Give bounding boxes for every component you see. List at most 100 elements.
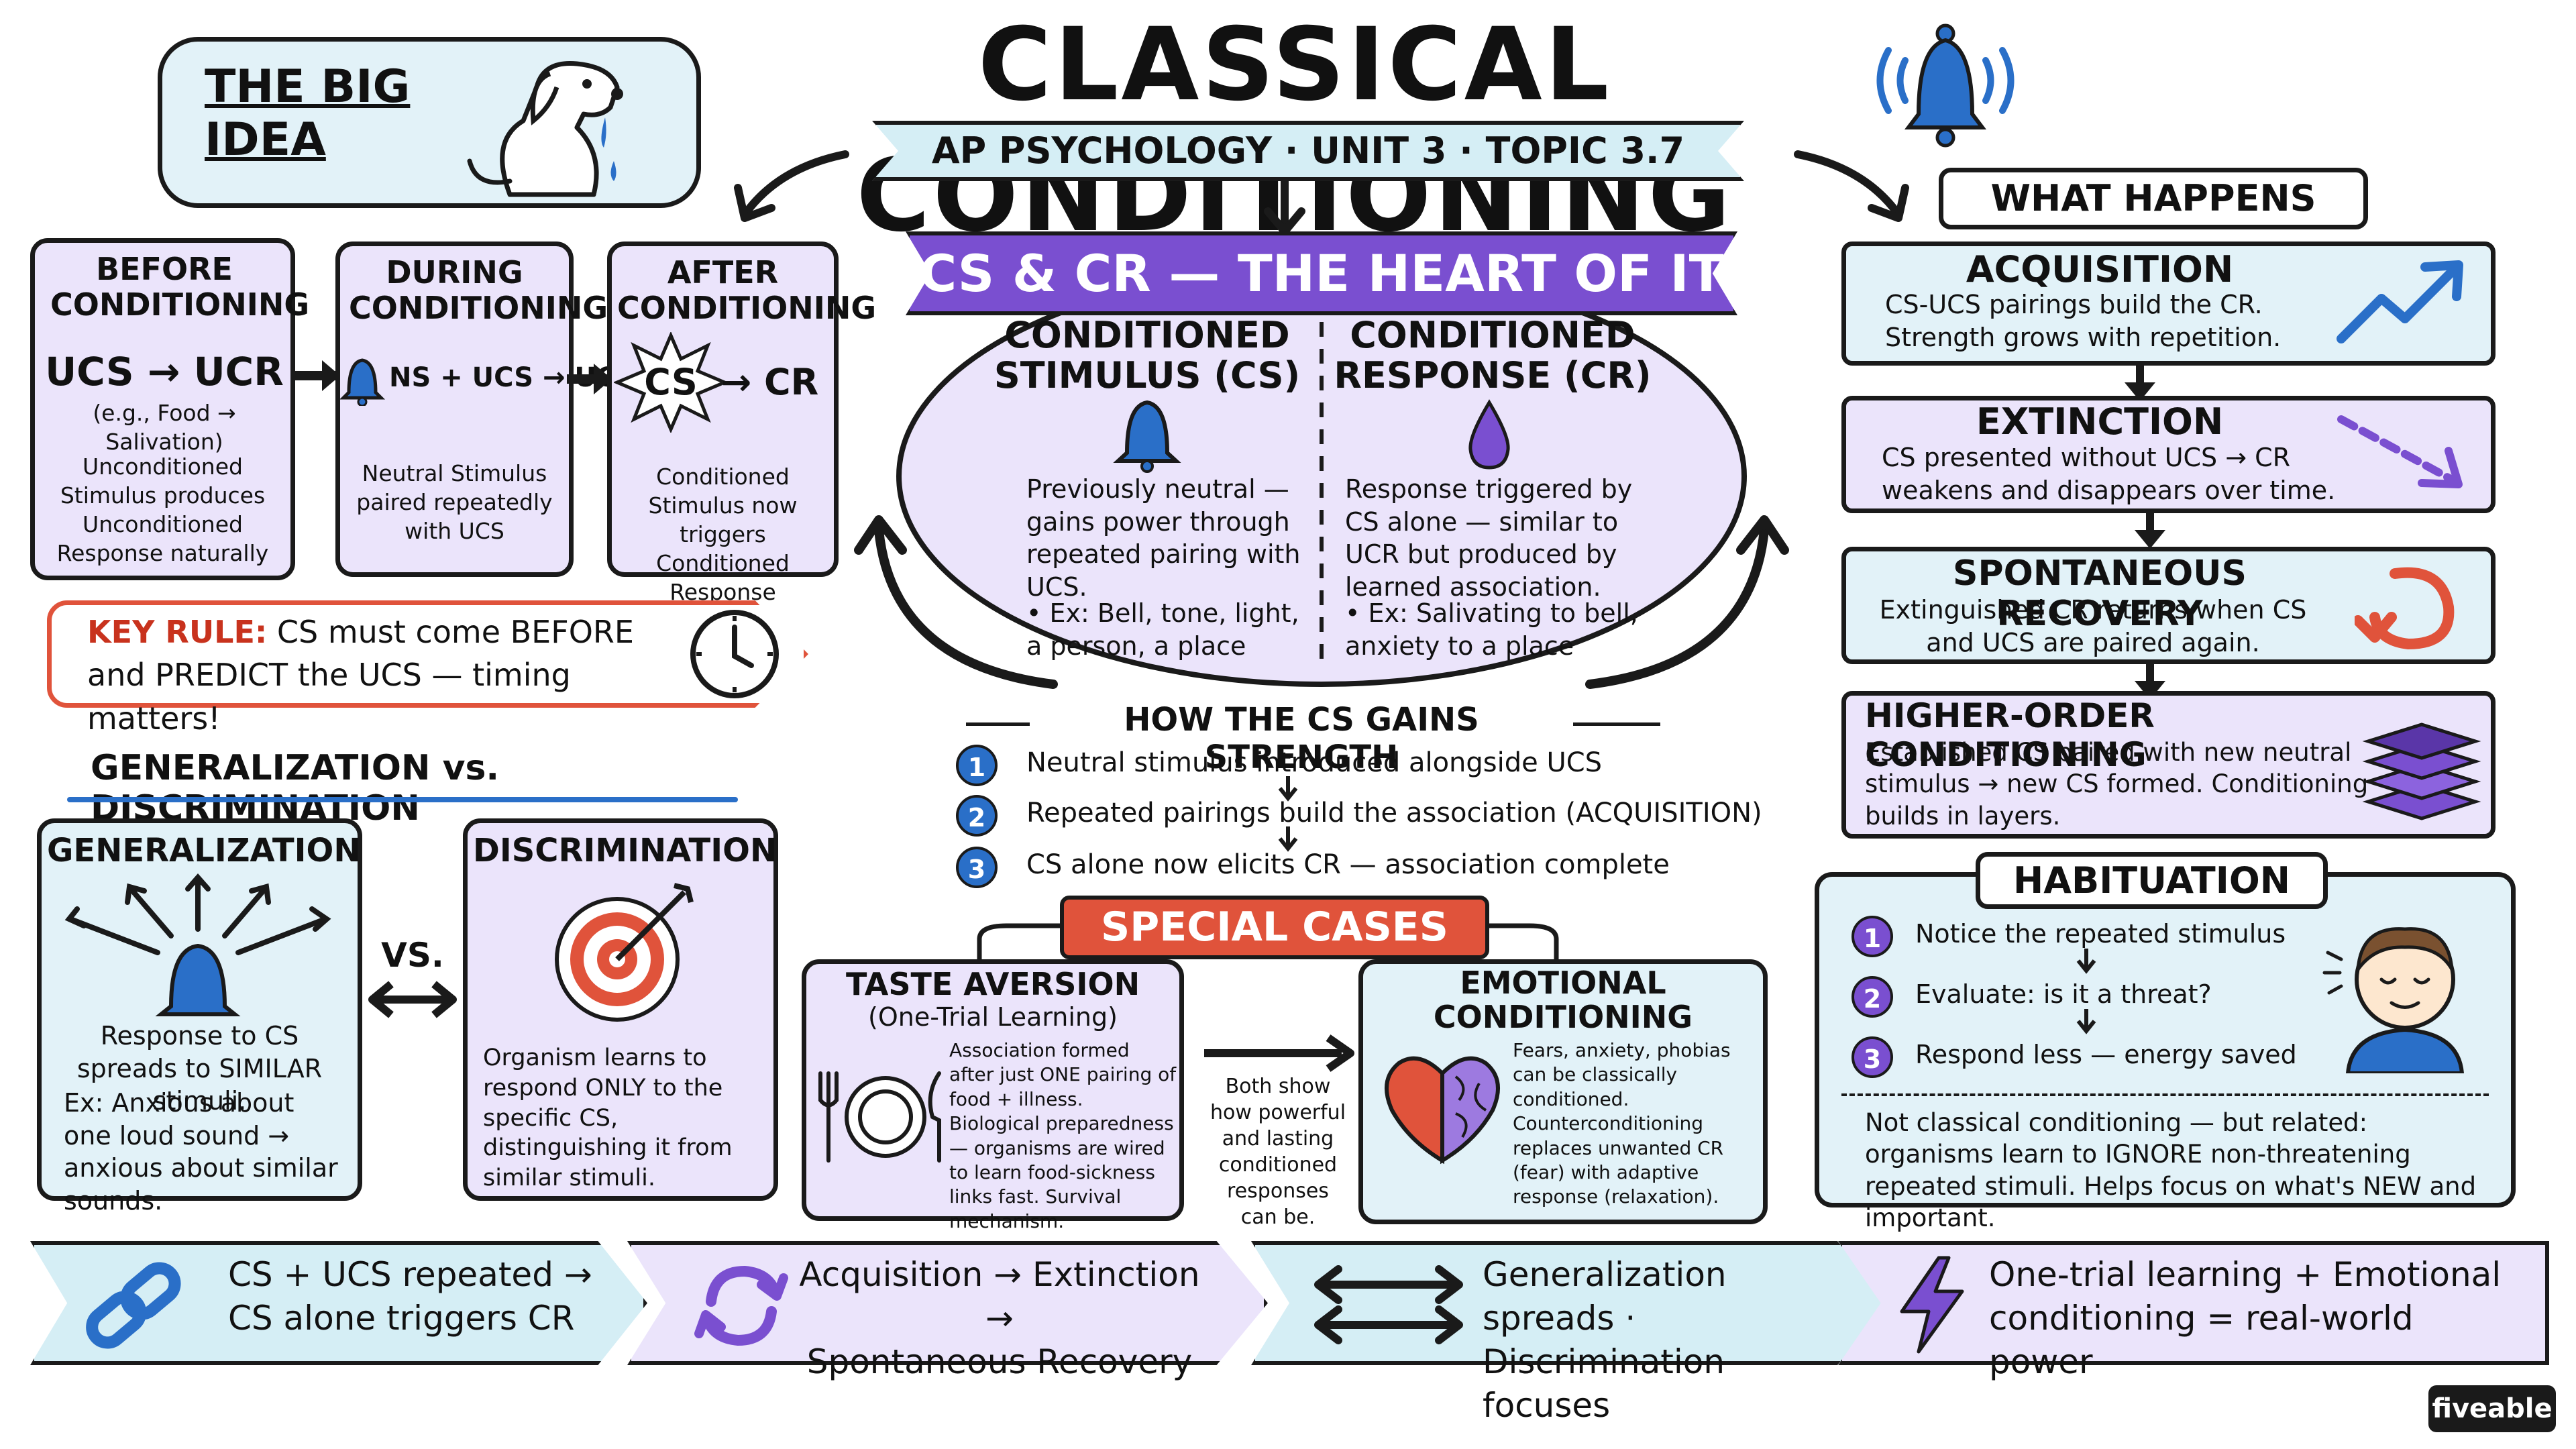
next-item-title: EXTINCTION bbox=[1976, 400, 2224, 443]
gen-disc-heading: GENERALIZATION vs. DISCRIMINATION bbox=[91, 748, 500, 828]
step-text: Neutral stimulus introduced alongside UC… bbox=[1026, 747, 1603, 778]
summary-text: Acquisition → Extinction → Spontaneous R… bbox=[798, 1253, 1201, 1384]
plate-icon bbox=[818, 1071, 941, 1163]
double-arrow-icon bbox=[368, 981, 457, 1018]
summary-line-a: One-trial learning + Emotional bbox=[1989, 1255, 2502, 1294]
stage-desc: Neutral Stimulus paired repeatedly with … bbox=[356, 460, 553, 544]
habituation-divider bbox=[1841, 1093, 2489, 1096]
chain-link-icon bbox=[86, 1262, 181, 1349]
arrow-down-icon bbox=[2135, 510, 2165, 549]
stage-desc: Unconditioned Stimulus produces Uncondit… bbox=[56, 453, 269, 566]
strength-heading: HOW THE CS GAINS STRENGTH bbox=[1124, 701, 1479, 776]
stage-formula: NS + UCS → UCR bbox=[389, 362, 637, 393]
cr-desc: Response triggered by CS alone — similar… bbox=[1345, 474, 1633, 602]
arrow-icon bbox=[1794, 150, 1909, 222]
radiating-bell-icon bbox=[64, 873, 331, 1016]
vs-label: VS. bbox=[381, 936, 444, 975]
next-recovery-box bbox=[1841, 547, 2496, 664]
cs-desc: Previously neutral — gains power through… bbox=[1026, 474, 1301, 602]
arrow-right-icon bbox=[567, 364, 612, 394]
generalization-title: GENERALIZATION bbox=[47, 832, 361, 869]
starburst-icon bbox=[614, 332, 728, 433]
arrow-icon bbox=[1264, 178, 1305, 235]
habituation-title: HABITUATION bbox=[2013, 859, 2290, 902]
clock-icon bbox=[690, 610, 779, 698]
cycle-icon bbox=[694, 1265, 788, 1346]
emotional-title: EMOTIONAL CONDITIONING bbox=[1368, 966, 1758, 1034]
stage-title: DURING CONDITIONING bbox=[349, 254, 608, 326]
trend-down-icon bbox=[2337, 415, 2463, 488]
habituation-step-text: Evaluate: is it a threat? bbox=[1915, 979, 2212, 1009]
arrow-right-icon bbox=[295, 360, 340, 391]
special-banner-text: SPECIAL CASES bbox=[1101, 904, 1448, 951]
brand-logo: fiveable bbox=[2428, 1385, 2556, 1432]
big-idea-box bbox=[158, 37, 701, 208]
next-higher-order-box bbox=[1841, 691, 2496, 839]
emotional-title-line-b: CONDITIONING bbox=[1433, 998, 1693, 1035]
stage-formula: UCS → UCR bbox=[45, 349, 284, 394]
subtitle: AP PSYCHOLOGY · UNIT 3 · TOPIC 3.7 bbox=[931, 129, 1685, 172]
summary-line-a: Generalization spreads · bbox=[1483, 1255, 1727, 1338]
bell-icon bbox=[1113, 400, 1181, 473]
summary-banner bbox=[1251, 1241, 1888, 1365]
special-middle-text: Both show how powerful and lasting condi… bbox=[1210, 1075, 1346, 1229]
habituation-title-box bbox=[1976, 852, 2328, 909]
double-arrow-icon bbox=[1314, 1265, 1463, 1344]
step-number: 2 bbox=[956, 795, 998, 837]
generalization-text-a: Response to CS spreads to SIMILAR stimul… bbox=[76, 1021, 323, 1116]
heart-banner-text: CS & CR — THE HEART OF IT bbox=[919, 244, 1724, 303]
next-item-text: Extinguished CR returns when CS and UCS … bbox=[1879, 595, 2307, 657]
key-rule-label: KEY RULE: bbox=[87, 614, 268, 650]
summary-text: CS + UCS repeated → CS alone triggers CR bbox=[228, 1253, 631, 1340]
cs-title-line-b: STIMULUS (CS) bbox=[994, 354, 1301, 397]
next-item-text: Established CS paired with new neutral s… bbox=[1865, 738, 2369, 830]
habituation-step-text: Respond less — energy saved bbox=[1915, 1040, 2297, 1069]
cr-title: CONDITIONED RESPONSE (CR) bbox=[1318, 315, 1667, 396]
next-heading: WHAT HAPPENS NEXT? bbox=[1990, 177, 2316, 281]
heart-banner bbox=[906, 231, 1737, 315]
taste-sub: (One-Trial Learning) bbox=[868, 1002, 1118, 1032]
arrow-down-icon bbox=[1278, 776, 1298, 802]
arrow-down-icon bbox=[2125, 362, 2155, 401]
cr-title-line-a: CONDITIONED bbox=[1350, 314, 1635, 356]
cycle-arrow-right-icon bbox=[1585, 515, 1789, 689]
trend-up-icon bbox=[2337, 260, 2463, 343]
step-number: 3 bbox=[956, 847, 998, 888]
habituation-step-number: 3 bbox=[1851, 1036, 1893, 1078]
cycle-arrow-left-icon bbox=[854, 515, 1058, 689]
step-text: CS alone now elicits CR — association co… bbox=[1026, 849, 1670, 880]
target-icon bbox=[555, 883, 694, 1022]
taste-title: TASTE AVERSION bbox=[845, 966, 1140, 1002]
page-title: CLASSICAL CONDITIONING bbox=[856, 7, 1733, 254]
calm-face-icon bbox=[2322, 927, 2465, 1073]
step-number: 1 bbox=[956, 745, 998, 786]
dog-icon bbox=[467, 60, 623, 197]
taste-text: Association formed after just ONE pairin… bbox=[949, 1039, 1177, 1232]
habituation-step-number: 2 bbox=[1851, 976, 1893, 1018]
stage-cs: CS bbox=[644, 361, 698, 403]
heading-underline bbox=[67, 797, 738, 802]
emotional-title-line-a: EMOTIONAL bbox=[1460, 965, 1666, 1001]
arrow-down-icon bbox=[2076, 949, 2096, 974]
cs-example: • Ex: Bell, tone, light, a person, a pla… bbox=[1026, 598, 1299, 661]
strength-rule-left bbox=[966, 722, 1030, 726]
next-item-text: CS-UCS pairings build the CR. Strength g… bbox=[1885, 290, 2282, 352]
summary-line-b: Spontaneous Recovery bbox=[806, 1342, 1193, 1381]
summary-line-b: Discrimination focuses bbox=[1483, 1342, 1725, 1425]
discrimination-title: DISCRIMINATION bbox=[473, 832, 777, 869]
arrow-down-icon bbox=[2135, 661, 2165, 700]
arrow-right-icon bbox=[1204, 1034, 1354, 1072]
habituation-step-number: 1 bbox=[1851, 916, 1893, 957]
cs-title: CONDITIONED STIMULUS (CS) bbox=[973, 315, 1322, 396]
stage-desc: Conditioned Stimulus now triggers Condit… bbox=[648, 464, 798, 605]
strength-rule-right bbox=[1573, 722, 1660, 726]
refresh-icon bbox=[2355, 567, 2455, 650]
stage-example: (e.g., Food → Salivation) bbox=[93, 400, 236, 455]
summary-line-a: CS + UCS repeated → bbox=[228, 1255, 592, 1294]
step-text: Repeated pairings build the association … bbox=[1026, 798, 1762, 828]
arrow-down-icon bbox=[2076, 1009, 2096, 1034]
stage-before bbox=[30, 238, 295, 580]
bell-icon bbox=[1876, 23, 2015, 148]
next-heading-box bbox=[1939, 168, 2368, 229]
generalization-text-b: Ex: Anxious about one loud sound → anxio… bbox=[64, 1088, 338, 1216]
